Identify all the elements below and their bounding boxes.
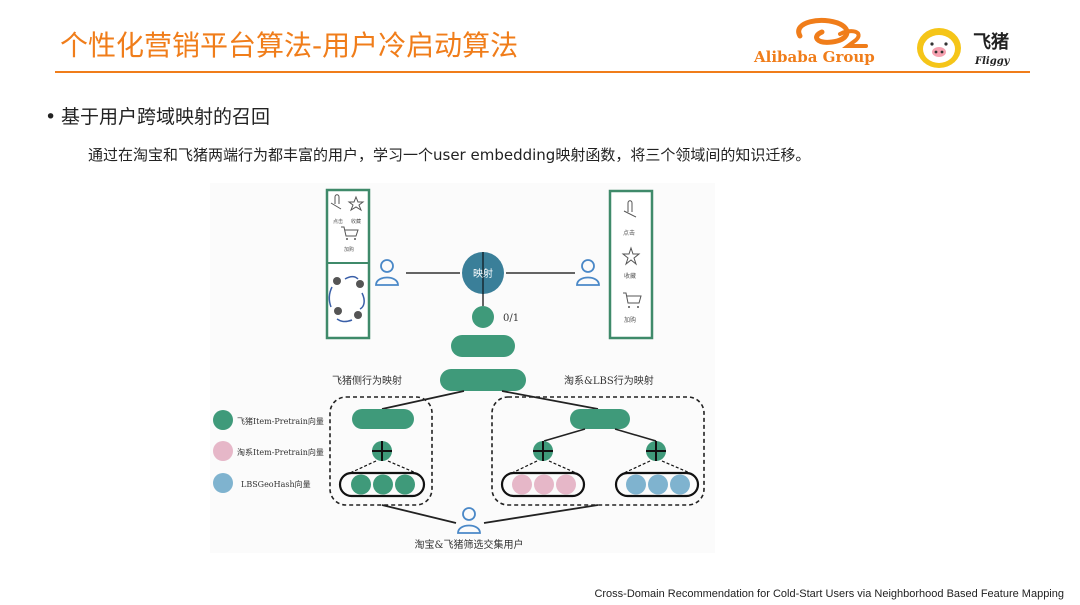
click-icon xyxy=(330,194,342,210)
right-click-label: 点击 xyxy=(623,229,635,237)
favorite-star-icon xyxy=(347,195,365,212)
right-branch-label: 淘系&LBS行为映射 xyxy=(564,374,654,387)
left-branch-group xyxy=(329,396,433,506)
taobao-item-vector xyxy=(556,474,576,495)
alibaba-logo-text: Alibaba Group xyxy=(753,48,875,66)
fliggy-item-vector xyxy=(373,474,393,495)
left-fav-label: 收藏 xyxy=(351,218,361,225)
favorite-star-icon xyxy=(621,246,641,266)
mapping-node: 映射 xyxy=(462,252,504,294)
lbs-geohash-vector xyxy=(648,474,668,495)
page-title: 个性化营销平台算法-用户冷启动算法 xyxy=(60,29,519,62)
legend-fliggy-label: 飞猪Item-Pretrain向量 xyxy=(237,416,324,426)
bullet-dot: • xyxy=(45,106,57,128)
right-branch-dense xyxy=(570,409,630,429)
left-branch-dense xyxy=(352,409,414,429)
left-cart-label: 加购 xyxy=(344,246,354,253)
legend-lbs-label: LBSGeoHash向量 xyxy=(241,479,311,489)
title-underline xyxy=(55,71,1030,73)
output-label: 0/1 xyxy=(503,313,519,324)
right-behavior-panel: 点击 收藏 加购 xyxy=(608,189,654,340)
taobao-item-vector xyxy=(512,474,532,495)
right-cart-label: 加购 xyxy=(624,316,636,324)
intersect-user-icon xyxy=(457,507,481,534)
fliggy-item-vector xyxy=(395,474,415,495)
lbs-geohash-vector xyxy=(626,474,646,495)
dense-layer-top xyxy=(451,335,515,357)
cross-domain-mapping-diagram: 点击 收藏 加购 点击 收藏 xyxy=(210,183,715,553)
fliggy-item-vector xyxy=(351,474,371,495)
fliggy-logo: 飞猪 Fliggy xyxy=(917,28,1011,68)
left-click-label: 点击 xyxy=(333,218,343,225)
bottom-user-label: 淘宝&飞猪筛选交集用户 xyxy=(415,538,524,551)
taobao-item-vector xyxy=(534,474,554,495)
bullet-heading: 基于用户跨域映射的召回 xyxy=(61,106,271,128)
right-user-icon xyxy=(576,259,600,286)
output-node xyxy=(472,306,494,328)
fliggy-logo-subtext: Fliggy xyxy=(974,56,1011,67)
right-fav-label: 收藏 xyxy=(624,272,636,280)
location-cycle-icon xyxy=(328,275,365,323)
cart-icon xyxy=(341,226,359,240)
left-branch-label: 飞猪侧行为映射 xyxy=(332,374,402,387)
legend: 飞猪Item-Pretrain向量 淘系Item-Pretrain向量 LBSG… xyxy=(213,410,324,493)
click-icon xyxy=(623,200,637,218)
lbs-geohash-vector xyxy=(670,474,690,495)
legend-taobao-label: 淘系Item-Pretrain向量 xyxy=(237,447,324,457)
left-behavior-panel: 点击 收藏 加购 xyxy=(325,188,371,340)
citation-footer: Cross-Domain Recommendation for Cold-Sta… xyxy=(594,588,1064,600)
dense-layer-merge xyxy=(440,369,526,391)
left-user-icon xyxy=(375,259,399,286)
bullet-item: •基于用户跨域映射的召回 xyxy=(45,102,270,129)
alibaba-group-logo: Alibaba Group xyxy=(753,17,875,66)
fliggy-logo-text: 飞猪 xyxy=(973,31,1009,53)
bullet-description: 通过在淘宝和飞猪两端行为都丰富的用户，学习一个user embedding映射函… xyxy=(88,146,811,164)
mapping-node-label: 映射 xyxy=(473,268,493,280)
cart-icon xyxy=(623,292,642,308)
